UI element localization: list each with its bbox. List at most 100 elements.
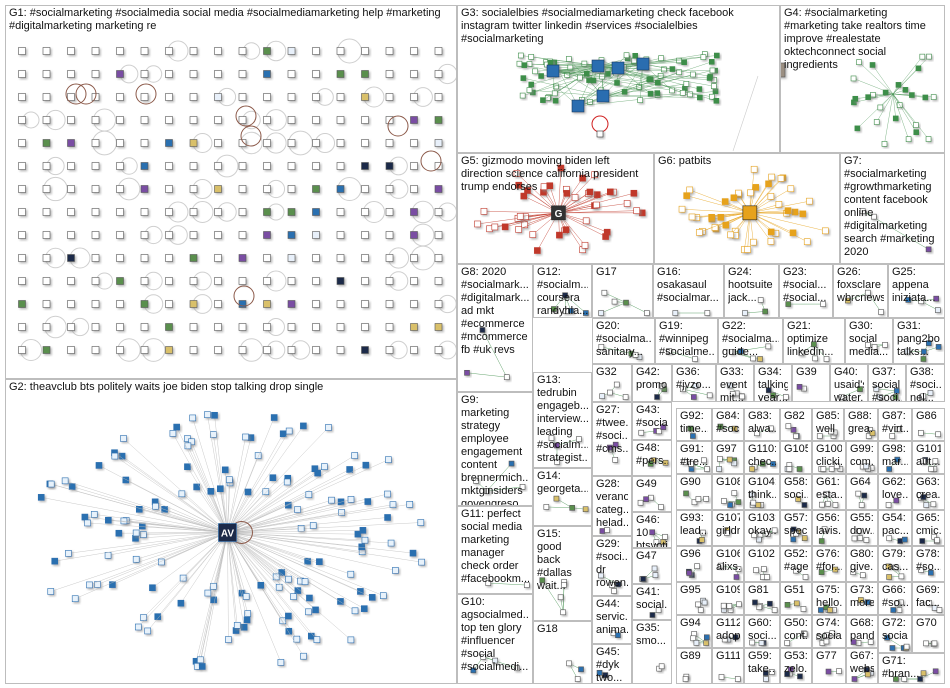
group-panel-g25: G25: appena iniziata... [888,264,945,318]
node [308,633,314,639]
node [313,278,320,285]
node [166,140,173,147]
edge [893,85,898,94]
node [759,503,764,508]
edge [558,203,627,212]
node [190,117,197,124]
node [597,90,609,102]
node [699,537,704,542]
node [190,347,197,354]
node [568,65,573,70]
edge [634,61,643,64]
edge [51,533,228,592]
node [906,137,911,142]
node [785,602,790,607]
node [239,48,246,55]
edge [143,533,227,618]
node [862,493,867,498]
self-loop [23,112,39,128]
node [136,506,142,512]
self-loop [338,39,362,63]
node [411,186,418,193]
edge [227,456,258,533]
node [797,467,802,472]
node [204,412,210,418]
self-loop [192,202,213,223]
group-label: G102 [748,548,776,561]
edge [603,84,686,96]
node [348,496,354,502]
node [637,85,642,90]
node [870,92,875,97]
edge [227,533,246,597]
node [547,65,559,77]
edge [548,66,598,98]
node [43,301,50,308]
node [780,175,786,181]
edge [603,61,637,96]
self-loop [592,116,608,132]
group-label: G13: tedrubin engageb... interview... le… [537,374,588,465]
node [701,598,706,603]
node [19,255,26,262]
edge [686,493,694,502]
edge [173,433,228,532]
edge [715,213,750,228]
node [386,140,393,147]
edge [533,66,598,92]
edge [750,204,779,212]
node [530,90,535,95]
node [788,186,794,192]
group-panel-g30: G30: social media... [845,318,893,364]
node [492,224,498,230]
edge [686,677,687,679]
node [803,575,808,580]
group-label: G80: give... [850,548,874,574]
edge [750,187,756,212]
node [658,505,663,510]
node [723,222,729,228]
node [547,59,552,64]
edge [227,533,307,562]
group-panel-g64: G64 [846,474,878,510]
group-label: G112: adop... [716,617,740,643]
edge [615,302,626,303]
group-label: G105 [784,443,808,456]
node [43,117,50,124]
node [215,71,222,78]
node [435,347,442,354]
node [385,514,391,520]
node [874,120,879,125]
edge [227,533,305,582]
group-label: G71: #bran... [882,655,941,681]
node [819,539,824,544]
node [362,163,369,170]
self-loop [241,132,262,153]
edge [227,438,250,533]
node [140,532,146,538]
group-network-g6 [655,154,840,264]
group-panel-g60: G60: soci... [744,615,780,648]
node [819,502,824,507]
edge [643,64,710,76]
node [313,232,320,239]
edge [694,499,698,502]
node [556,232,562,238]
edge [158,533,228,617]
edge [227,480,229,533]
node [215,278,222,285]
group-panel-g67: G67: webs... [846,648,878,684]
edge [598,66,616,69]
node [641,577,646,582]
node [623,395,628,400]
group-panel-g24: G24: hootsuite jack... [724,264,779,318]
edge [884,94,893,144]
edge [558,213,566,230]
node [69,484,75,490]
edge [227,533,280,663]
node [920,539,925,544]
group-label: G52: #age... [784,548,808,574]
edge [651,498,661,507]
node [687,187,693,193]
node [386,163,393,170]
